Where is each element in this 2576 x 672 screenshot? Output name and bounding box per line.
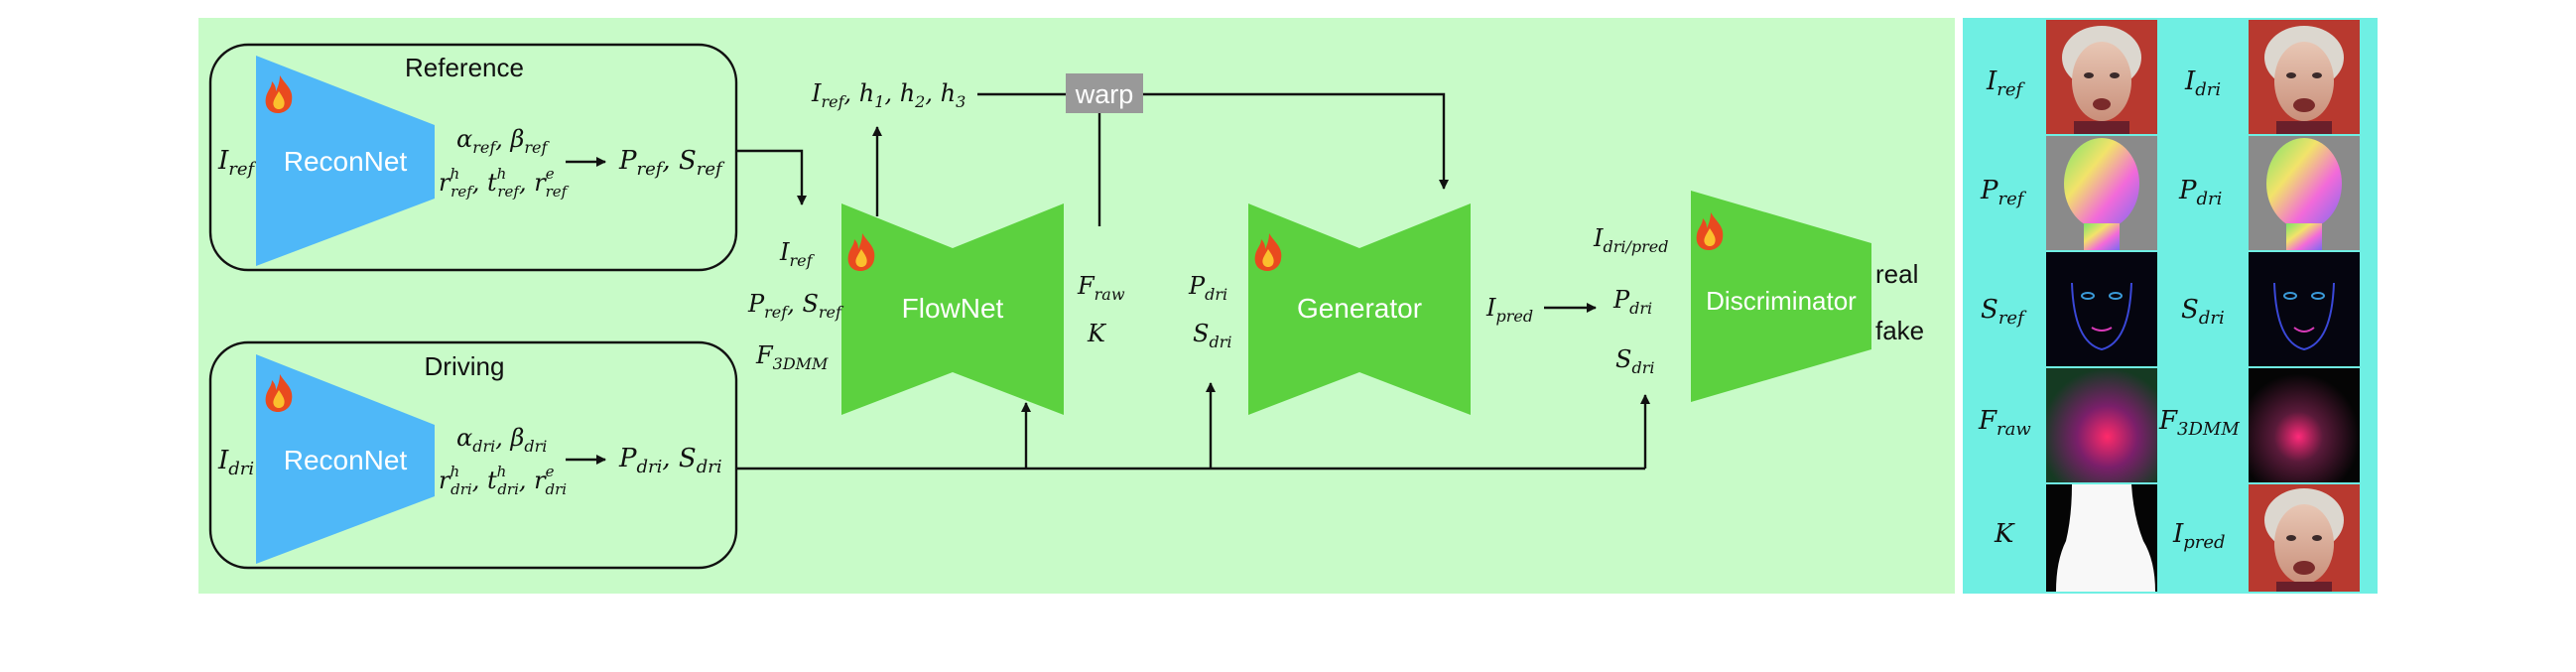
generator-input-pdri: Pdri <box>1188 272 1227 304</box>
driving-input-label: Idri <box>217 446 254 479</box>
flownet-input-f3dmm: F3DMM <box>755 341 829 373</box>
discriminator-input-sdri: Sdri <box>1615 345 1654 377</box>
generator-label: Generator <box>1297 293 1422 324</box>
driving-params-line1: αdri, βdri <box>456 424 547 456</box>
warp-box <box>1066 73 1143 113</box>
thumb-iref <box>2046 20 2157 134</box>
side-label-sdri: Sdri <box>2181 295 2225 329</box>
main-panel <box>198 18 1959 594</box>
warp-label: warp <box>1075 79 1134 109</box>
discriminator-input-pdri: Pdri <box>1612 286 1652 318</box>
discriminator-output-fake: fake <box>1875 316 1924 345</box>
side-label-f3dmm: F3DMM <box>2158 406 2240 440</box>
discriminator-input-idri-pred: Idri/pred <box>1593 224 1668 256</box>
reference-reconnet-label: ReconNet <box>284 146 408 177</box>
fire-icon <box>265 75 293 113</box>
side-panel-divider <box>1955 18 1963 594</box>
flownet-input-iref: Iref <box>779 238 816 270</box>
thumb-ipred <box>2249 484 2360 592</box>
reference-title: Reference <box>405 53 524 82</box>
side-label-ipred: Ipred <box>2172 519 2226 553</box>
thumb-sref <box>2046 252 2157 366</box>
reference-box <box>208 43 738 272</box>
discriminator-output-real: real <box>1875 259 1918 289</box>
side-label-idri: Idri <box>2184 67 2221 100</box>
flownet-output-fraw: Fraw <box>1077 272 1125 304</box>
driving-box <box>208 340 738 570</box>
thumb-sdri <box>2249 252 2360 366</box>
fire-icon <box>1696 212 1724 250</box>
flownet-top-output: Iref, h1, h2, h3 <box>811 79 966 111</box>
side-label-pdri: Pdri <box>2178 176 2222 209</box>
warp-to-generator-arrow <box>1143 92 1449 190</box>
flownet-input-pref-sref: Pref, Sref <box>747 290 844 322</box>
reference-output-label: Pref, Sref <box>618 146 725 180</box>
driving-title: Driving <box>425 351 505 381</box>
side-label-sref: Sref <box>1981 295 2027 329</box>
generator-output-label: Ipred <box>1485 294 1533 326</box>
fire-icon <box>265 374 293 412</box>
driving-reconnet-label: ReconNet <box>284 445 408 475</box>
flownet-label: FlowNet <box>902 293 1004 324</box>
reference-input-label: Iref <box>217 146 258 180</box>
side-panel-labels: Iref Pref Sref Fraw K Idri Pdri Sdri F3D… <box>1978 67 2240 553</box>
reference-to-flownet-arrow <box>736 149 807 205</box>
side-label-pref: Pref <box>1980 176 2027 209</box>
flownet-block <box>841 203 1064 415</box>
reference-params-line1: αref, βref <box>456 125 551 157</box>
thumb-f3dmm <box>2249 368 2360 482</box>
thumb-fraw <box>2046 368 2157 482</box>
reference-reconnet-block <box>256 56 435 266</box>
discriminator-block <box>1691 191 1871 402</box>
generator-block <box>1248 203 1471 415</box>
flownet-output-k: K <box>1087 320 1107 347</box>
thumb-pdri <box>2249 136 2360 250</box>
thumb-idri <box>2249 20 2360 134</box>
side-label-iref: Iref <box>1986 67 2026 100</box>
generator-input-sdri: Sdri <box>1193 320 1231 351</box>
thumb-k <box>2046 484 2157 592</box>
thumb-pref <box>2046 136 2157 250</box>
discriminator-label: Discriminator <box>1706 286 1857 316</box>
driving-reconnet-block <box>256 354 435 564</box>
fire-icon <box>847 233 875 271</box>
side-label-k: K <box>1994 519 2015 549</box>
driving-output-label: Pdri, Sdri <box>618 444 722 477</box>
fire-icon <box>1254 233 1282 271</box>
side-label-fraw: Fraw <box>1978 406 2031 440</box>
